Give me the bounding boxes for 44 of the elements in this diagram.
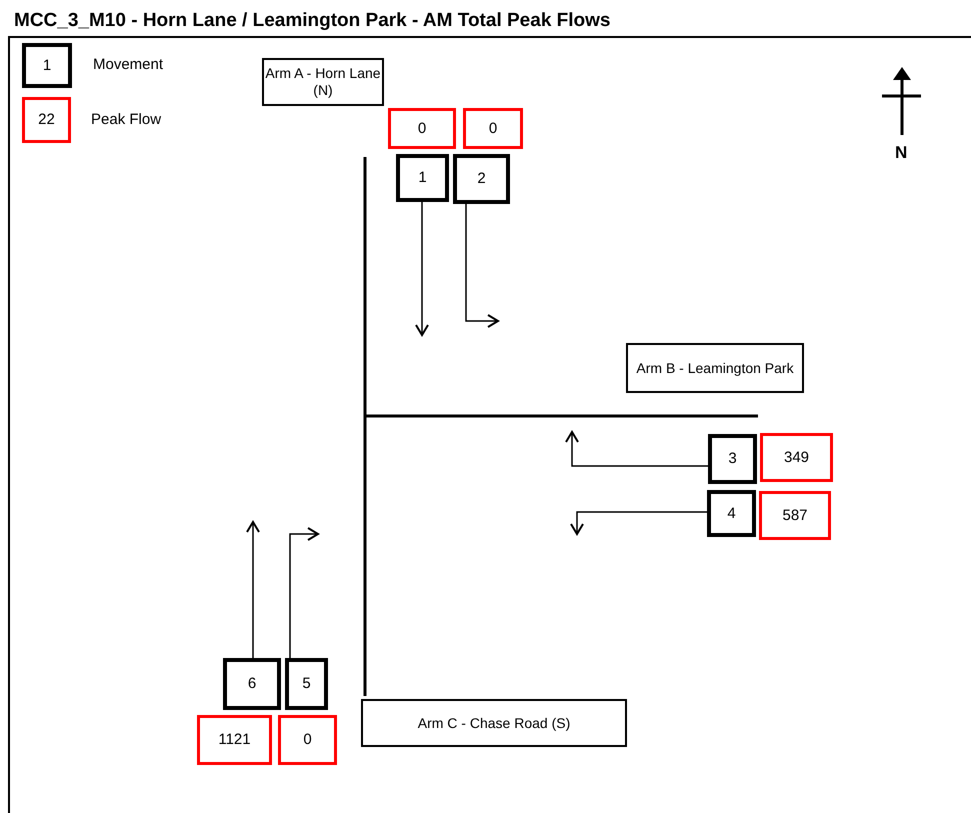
- movement-arrow: [570, 511, 707, 535]
- movement-arrow: [465, 204, 499, 328]
- arm-name: Arm B - Leamington Park: [636, 360, 794, 376]
- flow-box: [278, 715, 337, 765]
- movement-box: [453, 154, 510, 204]
- flow-value: 1121: [218, 731, 251, 749]
- movement-box: [396, 154, 449, 202]
- movement-number: 1: [42, 56, 52, 74]
- flow-box: [197, 715, 272, 765]
- flow-value: 0: [303, 731, 312, 749]
- flow-box: [463, 108, 523, 149]
- north-label: N: [895, 143, 908, 163]
- movement-box: [707, 490, 756, 537]
- movement-arrow: [415, 202, 429, 336]
- movement-number: 2: [477, 170, 486, 188]
- flow-box: [388, 108, 456, 149]
- movement-box: [22, 43, 72, 88]
- arm-label-box: [361, 699, 627, 747]
- movement-number: 4: [727, 504, 736, 522]
- movement-number: 1: [418, 169, 427, 187]
- arm-name: Arm C - Chase Road (S): [418, 714, 570, 732]
- flow-value: 587: [782, 506, 808, 524]
- legend-text: Peak Flow: [91, 111, 162, 128]
- movement-box: [223, 658, 281, 710]
- movement-arrow: [565, 431, 708, 467]
- flow-value: 349: [784, 448, 810, 466]
- legend-text: Movement: [93, 56, 164, 73]
- movement-arrow: [246, 521, 260, 658]
- arm-label-box: [626, 343, 804, 393]
- movement-box: [285, 658, 328, 710]
- flow-value: 22: [38, 111, 55, 129]
- movement-box: [708, 434, 757, 484]
- flow-box: [760, 433, 833, 482]
- movement-number: 3: [728, 450, 737, 468]
- arm-label-box: [262, 58, 384, 106]
- arm-name: Arm A - Horn Lane (N): [264, 65, 382, 99]
- movement-number: 6: [248, 675, 256, 693]
- diagram-title: MCC_3_M10 - Horn Lane / Leamington Park - AM Total Peak Flows: [14, 10, 610, 32]
- flow-value: 0: [418, 120, 426, 138]
- movement-number: 5: [302, 675, 311, 693]
- flow-box: [759, 491, 831, 540]
- flow-box: [22, 97, 71, 143]
- movement-arrow: [289, 527, 319, 658]
- flow-value: 0: [488, 120, 498, 138]
